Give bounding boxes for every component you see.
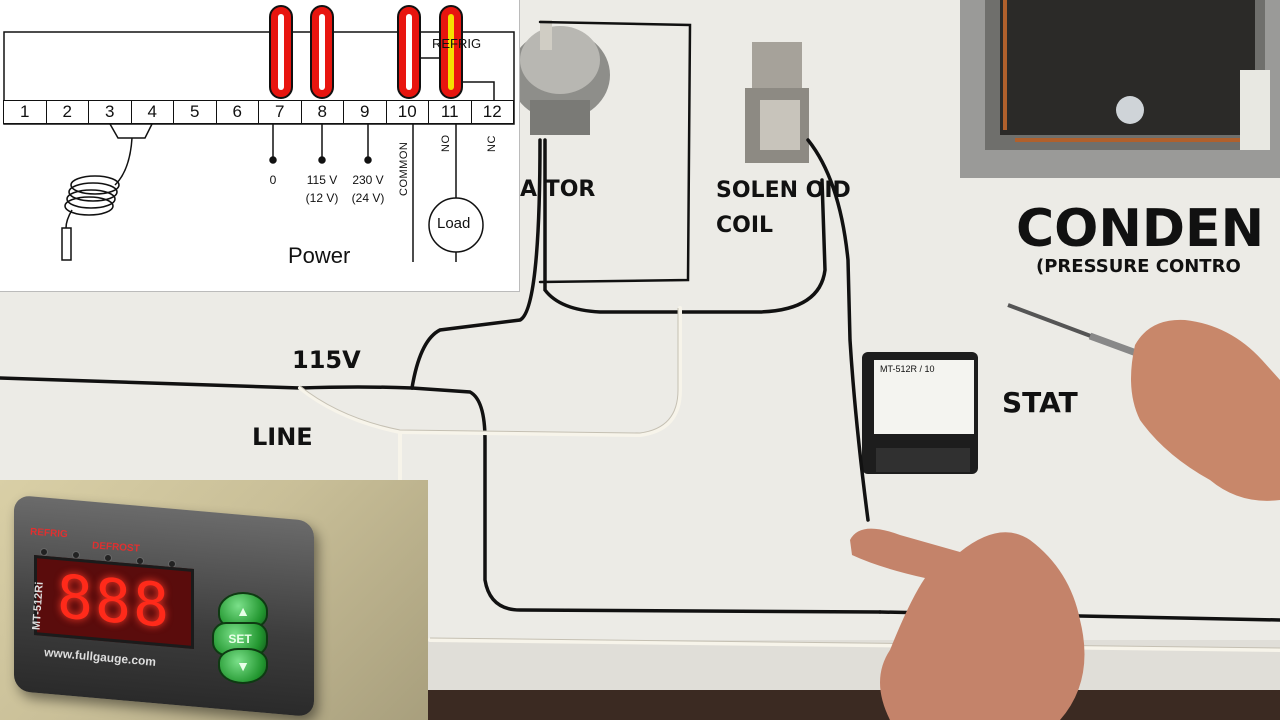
- label-stat: STAT: [1002, 386, 1078, 419]
- terminal-4: 4: [130, 100, 174, 124]
- label-line: LINE: [252, 423, 313, 451]
- wiring: [0, 20, 1280, 622]
- temperature-probe: [61, 123, 153, 261]
- terminal-3: 3: [88, 100, 132, 124]
- board-thermostat: MT-512R / 10: [862, 352, 978, 474]
- condenser-unit: [960, 0, 1280, 178]
- label-12v: (12 V): [305, 191, 339, 205]
- label-115v-inset: 115 V: [306, 173, 338, 187]
- label-motor-partial: A TOR: [520, 177, 595, 202]
- power-label: Power: [288, 243, 351, 268]
- label-zero-volt: 0: [269, 173, 277, 187]
- terminal-2: 2: [45, 100, 89, 124]
- hand-right: [1131, 319, 1280, 501]
- down-arrow-button: ▼: [218, 648, 268, 684]
- label-common: COMMON: [398, 141, 410, 196]
- inset-lines: [3, 5, 515, 262]
- terminal-1: 1: [3, 100, 47, 124]
- terminal-10: 10: [385, 100, 429, 124]
- label-230v: 230 V: [352, 173, 384, 187]
- terminal-5: 5: [173, 100, 217, 124]
- label-nc: NC: [486, 135, 498, 152]
- board-thermostat-label: MT-512R / 10: [880, 364, 935, 374]
- label-condenser: CONDEN: [1016, 199, 1264, 259]
- load-symbol: [428, 197, 484, 253]
- label-24v: (24 V): [351, 191, 385, 205]
- terminal-12: 12: [470, 100, 514, 124]
- label-coil: COIL: [716, 213, 773, 238]
- terminal-7: 7: [258, 100, 302, 124]
- wiring-diagram-inset: REFRIG 1 2 3 4 5 6 7 8 9 10 11 12 0 115 …: [0, 0, 520, 292]
- label-solenoid: SOLEN OID: [716, 178, 851, 203]
- label-no: NO: [440, 134, 452, 153]
- terminal-9: 9: [343, 100, 387, 124]
- terminal-8: 8: [300, 100, 344, 124]
- label-pressure-control: (PRESSURE CONTRO: [1036, 256, 1241, 277]
- hand-pointing: [850, 528, 1085, 720]
- terminal-strip: 1 2 3 4 5 6 7 8 9 10 11 12: [3, 100, 514, 124]
- solenoid-coil: [745, 42, 809, 163]
- terminal-11: 11: [428, 100, 472, 124]
- terminal-highlights: [269, 5, 463, 99]
- label-115v: 115V: [292, 346, 361, 374]
- load-label: Load: [437, 215, 471, 232]
- terminal-6: 6: [215, 100, 259, 124]
- refrig-label: REFRIG: [432, 36, 482, 51]
- fan-motor: [510, 20, 610, 135]
- seven-segment-display: 888: [34, 555, 194, 649]
